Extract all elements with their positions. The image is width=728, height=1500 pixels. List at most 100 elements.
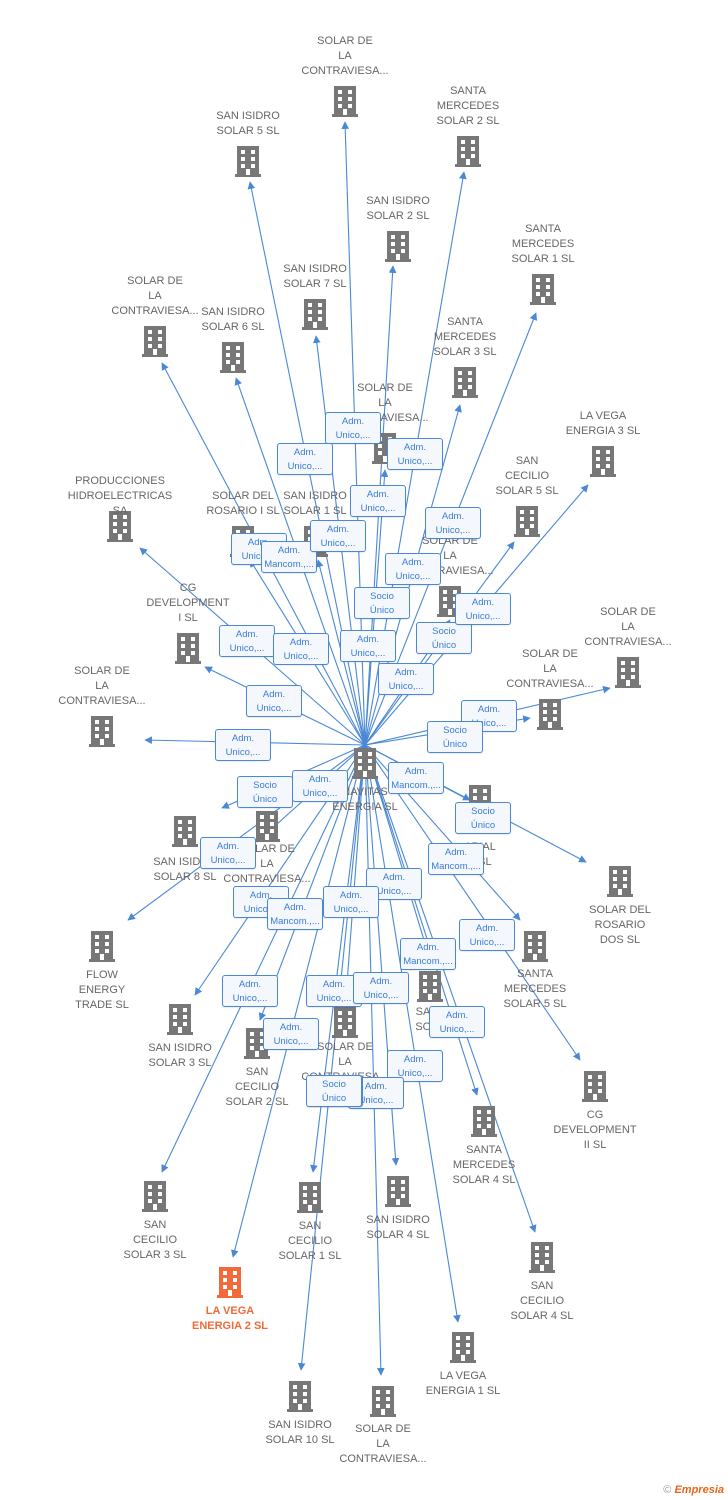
- center-company-label[interactable]: NAVITAS ENERGIA SL: [332, 786, 398, 813]
- relation-badge[interactable]: Adm. Unico,...: [246, 685, 302, 717]
- building-icon[interactable]: [417, 971, 443, 1002]
- relation-badge[interactable]: Adm. Unico,...: [350, 485, 406, 517]
- building-icon[interactable]: [385, 231, 411, 262]
- building-icon[interactable]: [530, 274, 556, 305]
- building-icon[interactable]: [254, 811, 280, 842]
- company-label-c38[interactable]: LA VEGA ENERGIA 1 SL: [425, 1370, 501, 1397]
- company-label-c34[interactable]: SAN CECILIO SOLAR 1 SL: [278, 1220, 342, 1262]
- relation-badge[interactable]: Adm. Unico,...: [215, 729, 271, 761]
- building-icon[interactable]: [385, 1176, 411, 1207]
- building-icon[interactable]: [537, 699, 563, 730]
- building-icon[interactable]: [352, 748, 378, 779]
- building-icon[interactable]: [89, 716, 115, 747]
- relation-badge[interactable]: Socio Único: [455, 802, 511, 834]
- building-icon[interactable]: [217, 1267, 243, 1298]
- relation-badge[interactable]: Adm. Unico,...: [425, 507, 481, 539]
- building-icon[interactable]: [529, 1242, 555, 1273]
- relation-badge[interactable]: Adm. Unico,...: [378, 663, 434, 695]
- building-icon[interactable]: [332, 1007, 358, 1038]
- relation-badge[interactable]: Adm. Unico,...: [353, 972, 409, 1004]
- relation-badge[interactable]: Adm. Unico,...: [277, 443, 333, 475]
- building-icon[interactable]: [582, 1071, 608, 1102]
- company-label-c15[interactable]: SAN CECILIO SOLAR 5 SL: [495, 455, 559, 497]
- relation-badge[interactable]: Adm. Unico,...: [429, 1006, 485, 1038]
- company-label-c31[interactable]: CG DEVELOPMENT II SL: [553, 1109, 637, 1151]
- company-label-c1[interactable]: SOLAR DE LA CONTRAVIESA...: [301, 35, 389, 77]
- building-icon[interactable]: [220, 342, 246, 373]
- building-icon[interactable]: [370, 1386, 396, 1417]
- company-label-c37[interactable]: LA VEGA ENERGIA 2 SL: [192, 1305, 268, 1332]
- company-label-c32[interactable]: SANTA MERCEDES SOLAR 4 SL: [452, 1144, 516, 1186]
- building-icon[interactable]: [332, 86, 358, 117]
- company-label-c36[interactable]: SAN CECILIO SOLAR 4 SL: [510, 1280, 574, 1322]
- building-icon[interactable]: [235, 146, 261, 177]
- company-label-c12[interactable]: PRODUCCIONES HIDROELECTRICAS SA: [67, 475, 173, 517]
- building-icon[interactable]: [172, 816, 198, 847]
- company-label-c7[interactable]: SAN ISIDRO SOLAR 7 SL: [283, 263, 347, 290]
- relation-badge[interactable]: Socio Único: [354, 587, 410, 619]
- building-icon[interactable]: [590, 446, 616, 477]
- company-label-c20[interactable]: SOLAR DE LA CONTRAVIESA...: [58, 665, 146, 707]
- building-icon[interactable]: [167, 1004, 193, 1035]
- relation-badge[interactable]: Adm. Unico,...: [310, 520, 366, 552]
- company-label-c6[interactable]: SOLAR DE LA CONTRAVIESA...: [111, 275, 199, 317]
- building-icon[interactable]: [452, 367, 478, 398]
- relation-badge[interactable]: Adm. Unico,...: [385, 553, 441, 585]
- relation-badge[interactable]: Adm. Unico,...: [200, 837, 256, 869]
- building-icon[interactable]: [142, 326, 168, 357]
- company-label-c9[interactable]: SANTA MERCEDES SOLAR 3 SL: [433, 316, 497, 358]
- company-label-c27[interactable]: SAN ISIDRO SOLAR 3 SL: [148, 1042, 212, 1069]
- relation-badge[interactable]: Adm. Mancom.,...: [267, 898, 323, 930]
- relation-badge[interactable]: Adm. Unico,...: [387, 438, 443, 470]
- relation-badge[interactable]: Socio Único: [237, 776, 293, 808]
- company-label-c11[interactable]: LA VEGA ENERGIA 3 SL: [565, 410, 641, 437]
- building-icon[interactable]: [615, 657, 641, 688]
- building-icon[interactable]: [297, 1182, 323, 1213]
- company-label-c2[interactable]: SANTA MERCEDES SOLAR 2 SL: [436, 85, 500, 127]
- building-icon[interactable]: [287, 1381, 313, 1412]
- relation-badge[interactable]: Adm. Unico,...: [222, 975, 278, 1007]
- relation-badge[interactable]: Adm. Unico,...: [306, 975, 362, 1007]
- building-icon[interactable]: [455, 136, 481, 167]
- relation-badge[interactable]: Adm. Mancom.,...: [388, 762, 444, 794]
- relation-badge[interactable]: Adm. Mancom.,...: [261, 541, 317, 573]
- relation-badge[interactable]: Adm. Mancom.,...: [428, 843, 484, 875]
- relation-badge[interactable]: Adm. Unico,...: [273, 633, 329, 665]
- company-label-c33[interactable]: SAN CECILIO SOLAR 3 SL: [123, 1219, 187, 1261]
- building-icon[interactable]: [514, 506, 540, 537]
- company-label-c14[interactable]: SAN ISIDRO SOLAR 1 SL: [283, 490, 347, 517]
- company-label-c3[interactable]: SAN ISIDRO SOLAR 5 SL: [216, 110, 280, 137]
- company-label-c4[interactable]: SAN ISIDRO SOLAR 2 SL: [366, 195, 430, 222]
- company-label-c5[interactable]: SANTA MERCEDES SOLAR 1 SL: [511, 223, 575, 265]
- company-label-c28[interactable]: SAN CECILIO SOLAR 2 SL: [225, 1066, 289, 1108]
- relation-badge[interactable]: Socio Único: [427, 721, 483, 753]
- company-label-c26[interactable]: SANTA MERCEDES SOLAR 5 SL: [503, 968, 567, 1010]
- relation-badge[interactable]: Adm. Mancom.,...: [400, 938, 456, 970]
- company-label-c8[interactable]: SAN ISIDRO SOLAR 6 SL: [201, 306, 265, 333]
- building-icon[interactable]: [89, 931, 115, 962]
- relation-badge[interactable]: Adm. Unico,...: [387, 1050, 443, 1082]
- relation-badge[interactable]: Adm. Unico,...: [323, 886, 379, 918]
- relation-badge[interactable]: Adm. Unico,...: [219, 625, 275, 657]
- relation-badge[interactable]: Adm. Unico,...: [459, 919, 515, 951]
- building-icon[interactable]: [302, 299, 328, 330]
- company-label-c39[interactable]: SAN ISIDRO SOLAR 10 SL: [265, 1419, 335, 1446]
- company-label-c19[interactable]: SOLAR DE LA CONTRAVIESA...: [506, 648, 594, 690]
- company-label-c25[interactable]: FLOW ENERGY TRADE SL: [75, 969, 129, 1011]
- relation-badge[interactable]: Adm. Unico,...: [455, 593, 511, 625]
- relation-badge[interactable]: Adm. Unico,...: [340, 630, 396, 662]
- relation-badge[interactable]: Socio Único: [306, 1075, 362, 1107]
- relation-badge[interactable]: Socio Único: [416, 622, 472, 654]
- relation-badge[interactable]: Adm. Unico,...: [292, 770, 348, 802]
- brand-name[interactable]: Empresia: [674, 1484, 724, 1496]
- building-icon[interactable]: [522, 931, 548, 962]
- company-label-c24[interactable]: SOLAR DEL ROSARIO DOS SL: [589, 904, 651, 946]
- relation-badge[interactable]: Adm. Unico,...: [366, 868, 422, 900]
- company-label-c13[interactable]: SOLAR DEL ROSARIO I SL: [206, 490, 280, 517]
- company-label-c17[interactable]: CG DEVELOPMENT I SL: [146, 582, 230, 624]
- building-icon[interactable]: [471, 1106, 497, 1137]
- building-icon[interactable]: [450, 1332, 476, 1363]
- relation-badge[interactable]: Adm. Unico,...: [263, 1018, 319, 1050]
- company-label-c40[interactable]: SOLAR DE LA CONTRAVIESA...: [339, 1423, 427, 1465]
- company-label-c18[interactable]: SOLAR DE LA CONTRAVIESA...: [584, 606, 672, 648]
